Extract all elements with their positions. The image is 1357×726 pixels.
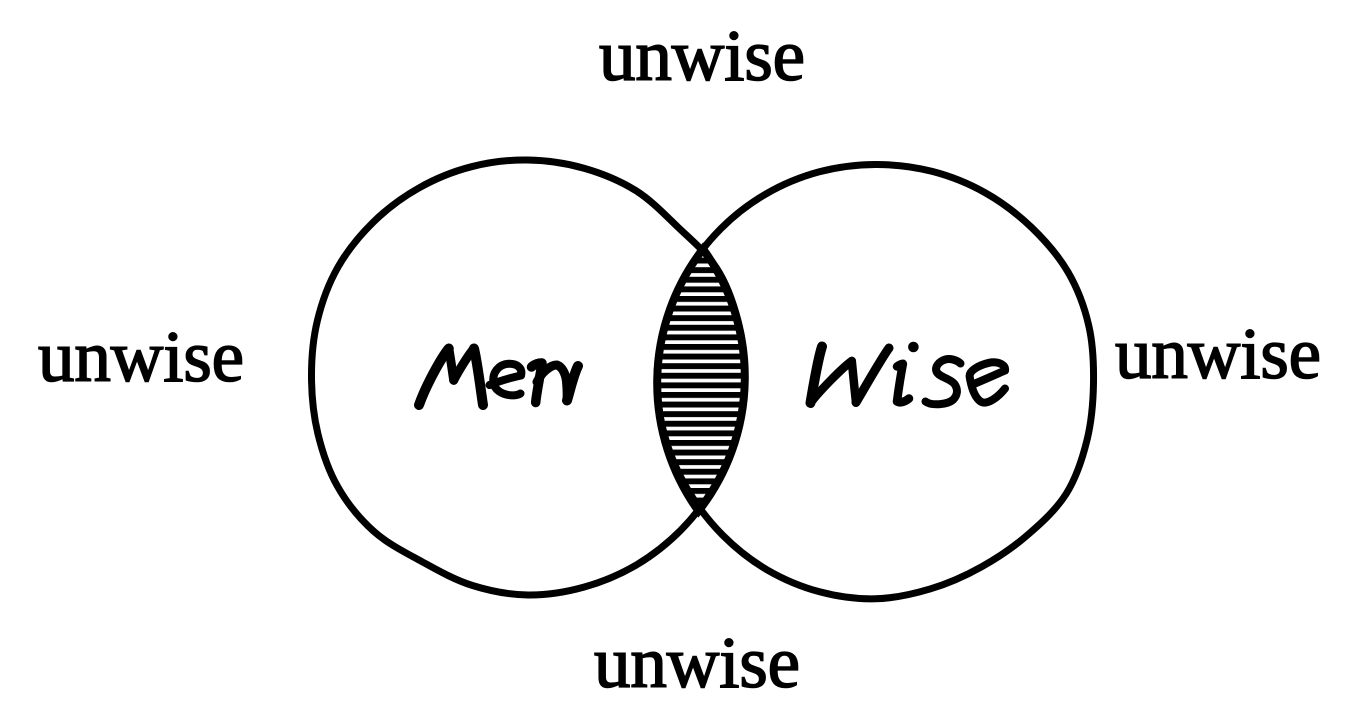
svg-text:unwise: unwise (594, 622, 800, 703)
svg-text:unwise: unwise (1115, 313, 1321, 394)
svg-text:unwise: unwise (599, 15, 805, 96)
svg-text:unwise: unwise (38, 316, 244, 397)
